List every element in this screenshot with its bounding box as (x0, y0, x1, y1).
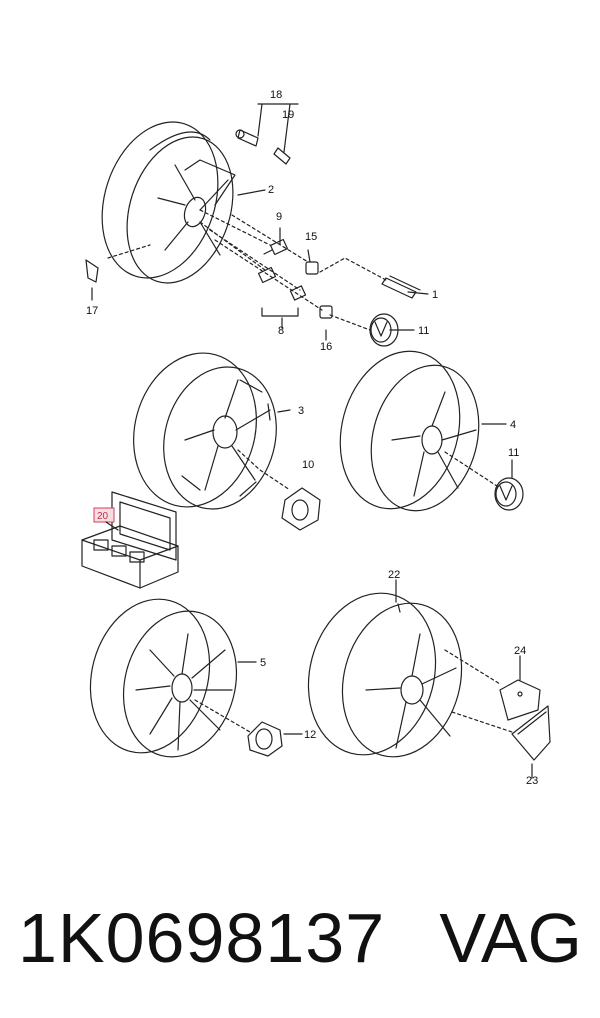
valve-stem-18 (235, 129, 259, 147)
callout-12: 12 (304, 729, 316, 741)
callout-17: 17 (86, 305, 98, 317)
callout-19: 19 (282, 109, 294, 121)
bolt-cover-10 (281, 487, 321, 531)
cover-24 (499, 679, 541, 721)
callout-3: 3 (298, 405, 304, 417)
valve-stem-19 (273, 147, 291, 165)
tool-case-20 (81, 491, 179, 589)
wheel-5 (89, 598, 238, 758)
callout-2: 2 (268, 184, 274, 196)
wheel-2 (101, 121, 236, 284)
center-cap-11-mid (494, 477, 524, 511)
leader-5-12 (194, 699, 251, 733)
wheel-nut-15 (305, 261, 319, 275)
callout-5: 5 (260, 657, 266, 669)
center-cap-12 (247, 721, 283, 757)
callout-20: 20 (97, 511, 109, 522)
leader-18 (257, 103, 299, 153)
wheel-4 (339, 350, 480, 512)
part-number: 1K0698137 (18, 899, 386, 977)
callout-22: 22 (388, 569, 400, 581)
callout-pointers (91, 189, 533, 779)
callout-8: 8 (278, 325, 284, 337)
callout-16: 16 (320, 341, 332, 353)
callout-18: 18 (270, 89, 282, 101)
leader-22 (444, 649, 513, 733)
callout-15: 15 (305, 231, 317, 243)
brand-name: VAG (439, 899, 582, 977)
callout-4: 4 (510, 419, 516, 431)
wheel-3 (133, 352, 277, 510)
nut-16 (319, 305, 333, 319)
callout-10: 10 (302, 459, 314, 471)
callout-20-highlight (93, 507, 115, 523)
wheel-22 (307, 592, 463, 758)
footer: 1K0698137 VAG (0, 888, 600, 988)
callout-24: 24 (514, 645, 526, 657)
callout-9: 9 (276, 211, 282, 223)
leader-3-10 (237, 449, 291, 491)
callout-11-mid: 11 (508, 447, 519, 459)
callout-23: 23 (526, 775, 538, 787)
exploded-parts-diagram: 18 19 2 9 15 1 17 11 8 16 3 4 11 10 20 2… (81, 89, 551, 787)
clip-17 (85, 259, 99, 283)
wheel-bolts-8 (257, 266, 307, 317)
wheel-bolt-9 (263, 238, 289, 256)
cover-23 (511, 705, 551, 761)
leader-lines-top (107, 209, 387, 331)
leader-4-11 (444, 451, 501, 489)
callout-1: 1 (432, 289, 438, 301)
wheel-weight-1 (381, 275, 421, 299)
callout-11-top: 11 (418, 325, 429, 337)
